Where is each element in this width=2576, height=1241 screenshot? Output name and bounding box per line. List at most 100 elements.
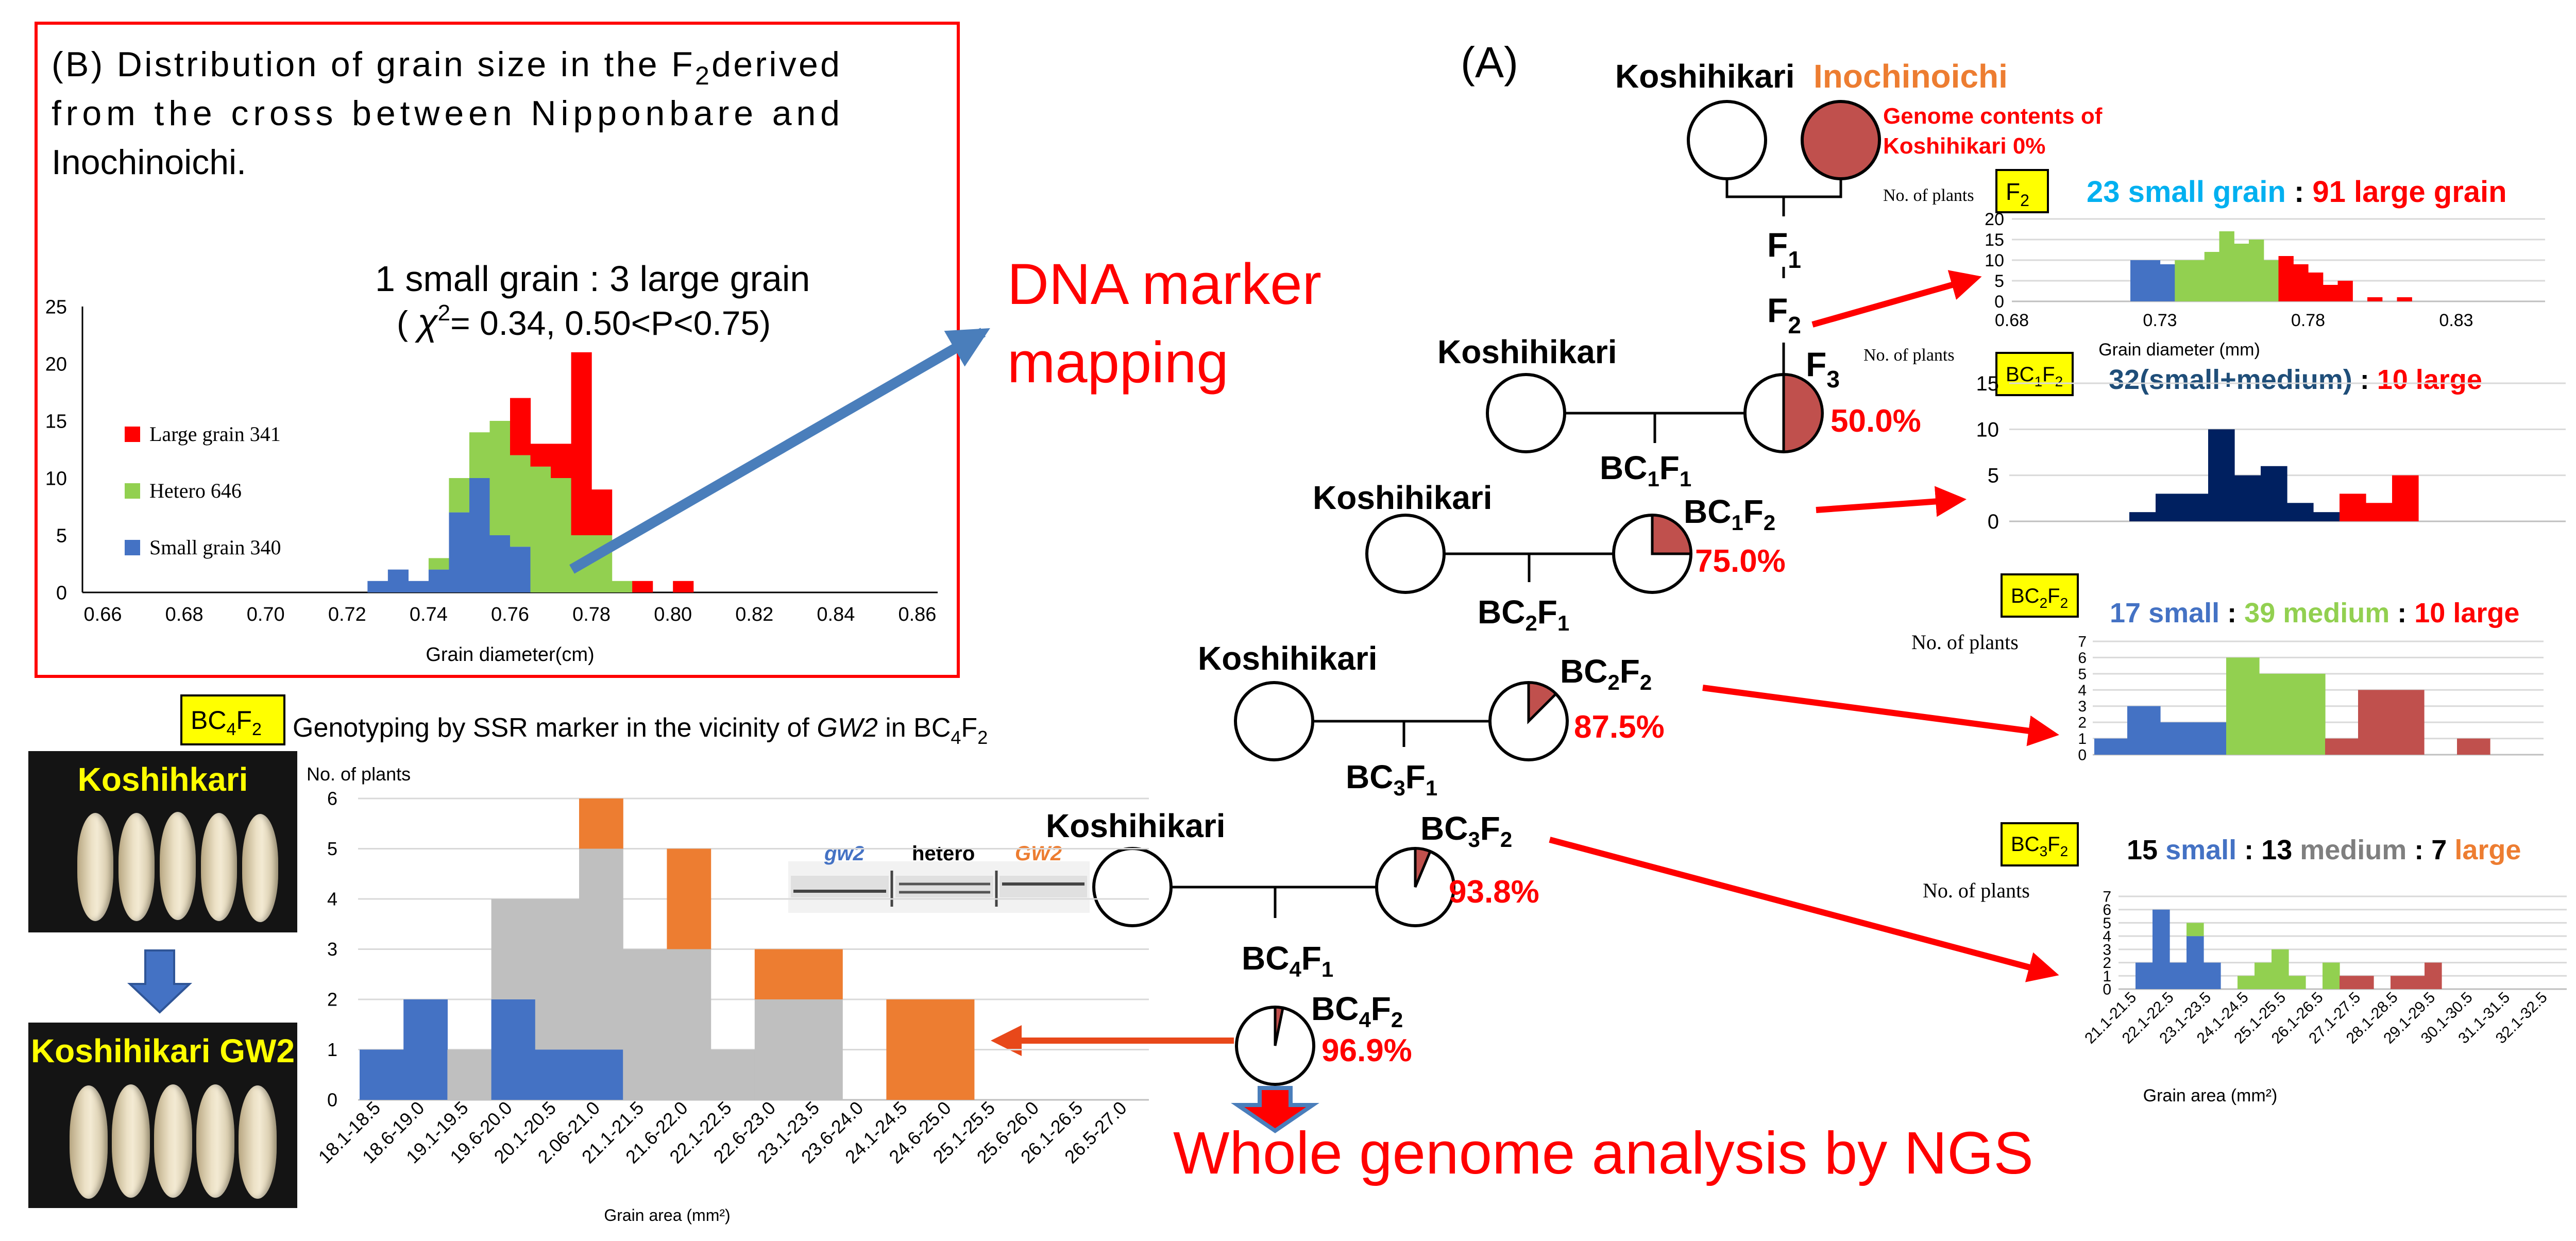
bar-hetero-646 — [469, 432, 490, 478]
grain-10 — [239, 1085, 277, 1199]
koshihikari-circle-row1 — [1486, 373, 1566, 453]
bc2f1-label: BC2F1 — [1478, 593, 1569, 635]
bar-hetero — [535, 899, 580, 1050]
bar-small — [2160, 264, 2175, 301]
panel-b-title-line3: Inochinoichi. — [52, 143, 246, 182]
y-tick-label: 20 — [1985, 210, 2004, 229]
bar-medium — [2259, 673, 2293, 755]
bar-medium — [2190, 260, 2205, 301]
down-arrow-photos — [127, 949, 193, 1014]
bar-medium — [2292, 673, 2326, 755]
bar-large — [2391, 690, 2425, 755]
bar-medium — [2323, 962, 2340, 989]
photo-koshihikari-caption: Koshihkari — [77, 761, 248, 798]
bar-small-grain-340 — [449, 512, 470, 592]
bar-hetero — [754, 999, 799, 1100]
y-tick-label: 15 — [1985, 230, 2004, 250]
bar-medium — [2249, 240, 2264, 301]
panel-a-label: (A) — [1461, 38, 1518, 87]
koshihikari-parent-circle — [1687, 100, 1767, 180]
x-tick-label: 0.73 — [2143, 311, 2177, 330]
bar-gw2 — [579, 798, 623, 849]
y-tick-label: 5 — [2078, 666, 2087, 683]
f2-tag-text: F2 — [2006, 178, 2029, 210]
bar-large — [2391, 976, 2408, 989]
bc2-chart-ylabel: No. of plants — [1911, 631, 2019, 654]
y-tick-label: 20 — [45, 353, 67, 375]
y-tick-label: 3 — [2078, 698, 2087, 715]
f2-ratio: 23 small grain : 91 large grain — [2087, 175, 2507, 209]
y-tick-label: 6 — [2103, 902, 2111, 919]
x-tick-label: 0.74 — [410, 604, 448, 625]
bc4f2-label: BC4F2 — [1311, 990, 1403, 1032]
y-tick-label: 1 — [327, 1039, 337, 1060]
bar-small-grain-340 — [510, 547, 531, 592]
y-tick-label: 5 — [1994, 271, 2004, 291]
x-axis-label: Grain area (mm²) — [604, 1206, 730, 1225]
bar-large — [2325, 738, 2359, 755]
arrow-bc3-to-chart — [1549, 837, 2059, 982]
cross-line-parents — [1725, 179, 1842, 198]
bar-small-medium — [2313, 512, 2340, 521]
panel-b-title-end: derived — [711, 45, 840, 84]
bar-large — [2408, 976, 2425, 989]
bar-hetero — [799, 999, 843, 1100]
legend-swatch-large — [125, 427, 140, 442]
x-axis-label: Grain diameter(cm) — [426, 644, 594, 666]
bar-hetero — [579, 848, 623, 1050]
bar-small — [2160, 722, 2194, 755]
bc2-tag-text: BC2F2 — [2011, 585, 2068, 611]
y-tick-label: 0 — [1988, 511, 1999, 533]
bar-medium — [2238, 976, 2255, 989]
bar-medium — [2204, 252, 2220, 301]
bar-small-medium — [2261, 466, 2287, 521]
grain-6 — [70, 1085, 108, 1199]
bar-small-medium — [2156, 494, 2182, 521]
bar-small-grain-340 — [387, 569, 409, 592]
grain-2 — [118, 813, 155, 921]
bar-gw2 — [403, 999, 448, 1100]
legend-label-hetero: Hetero 646 — [149, 479, 242, 502]
bc3-percent: 93.8% — [1449, 874, 1539, 910]
dna-marker-label-2: mapping — [1007, 330, 1229, 395]
bc1-tag-text: BC1F2 — [2006, 363, 2063, 389]
dna-marker-label-1: DNA marker — [1007, 252, 1321, 316]
bc1-ratio: 32(small+medium) : 10 large — [2109, 364, 2482, 395]
bc4-pie-slice — [1274, 1006, 1284, 1046]
bar-hetero-646 — [449, 478, 470, 513]
y-tick-label: 5 — [1988, 465, 1999, 487]
bar-hetero — [667, 949, 711, 1100]
koshihikari-label-row1: Koshihikari — [1437, 333, 1617, 370]
x-tick-label: 0.80 — [654, 604, 692, 625]
x-tick-label: 0.78 — [2291, 311, 2325, 330]
koshihikari-label-row4: Koshihikari — [1046, 807, 1226, 844]
bar-medium — [2289, 976, 2306, 989]
bc3-pie-slice — [1414, 847, 1432, 888]
x-tick-label: 0.83 — [2439, 311, 2473, 330]
bar-small-grain-340 — [367, 581, 388, 592]
bar-large-grain-341 — [632, 581, 653, 592]
bar-hetero — [710, 1049, 755, 1100]
y-tick-label: 5 — [327, 838, 337, 859]
arrow-f2-to-chart — [1811, 270, 1982, 328]
bar-small-grain-340 — [408, 581, 429, 592]
bar-small — [2130, 260, 2146, 301]
gel-label-gw2: gw2 — [824, 842, 865, 865]
bar-hetero — [623, 949, 667, 1100]
panel-b-title-line1: (B) Distribution of grain size in the F2… — [52, 45, 840, 90]
bar-small-medium — [2129, 512, 2156, 521]
bar-gw2 — [579, 1049, 623, 1100]
legend-label-large: Large grain 341 — [149, 422, 281, 446]
gel-label-hetero: hetero — [912, 842, 975, 865]
y-tick-label: 25 — [45, 296, 67, 318]
parent-koshihikari-label: Koshihikari — [1615, 58, 1795, 95]
x-tick-label: 0.86 — [898, 604, 936, 625]
bar-small — [2136, 962, 2153, 989]
bar-medium — [2272, 949, 2289, 989]
x-tick-label: 0.66 — [84, 604, 122, 625]
bc2-percent: 87.5% — [1574, 709, 1665, 745]
bar-large — [2397, 297, 2412, 301]
bar-hetero-646 — [530, 466, 551, 592]
